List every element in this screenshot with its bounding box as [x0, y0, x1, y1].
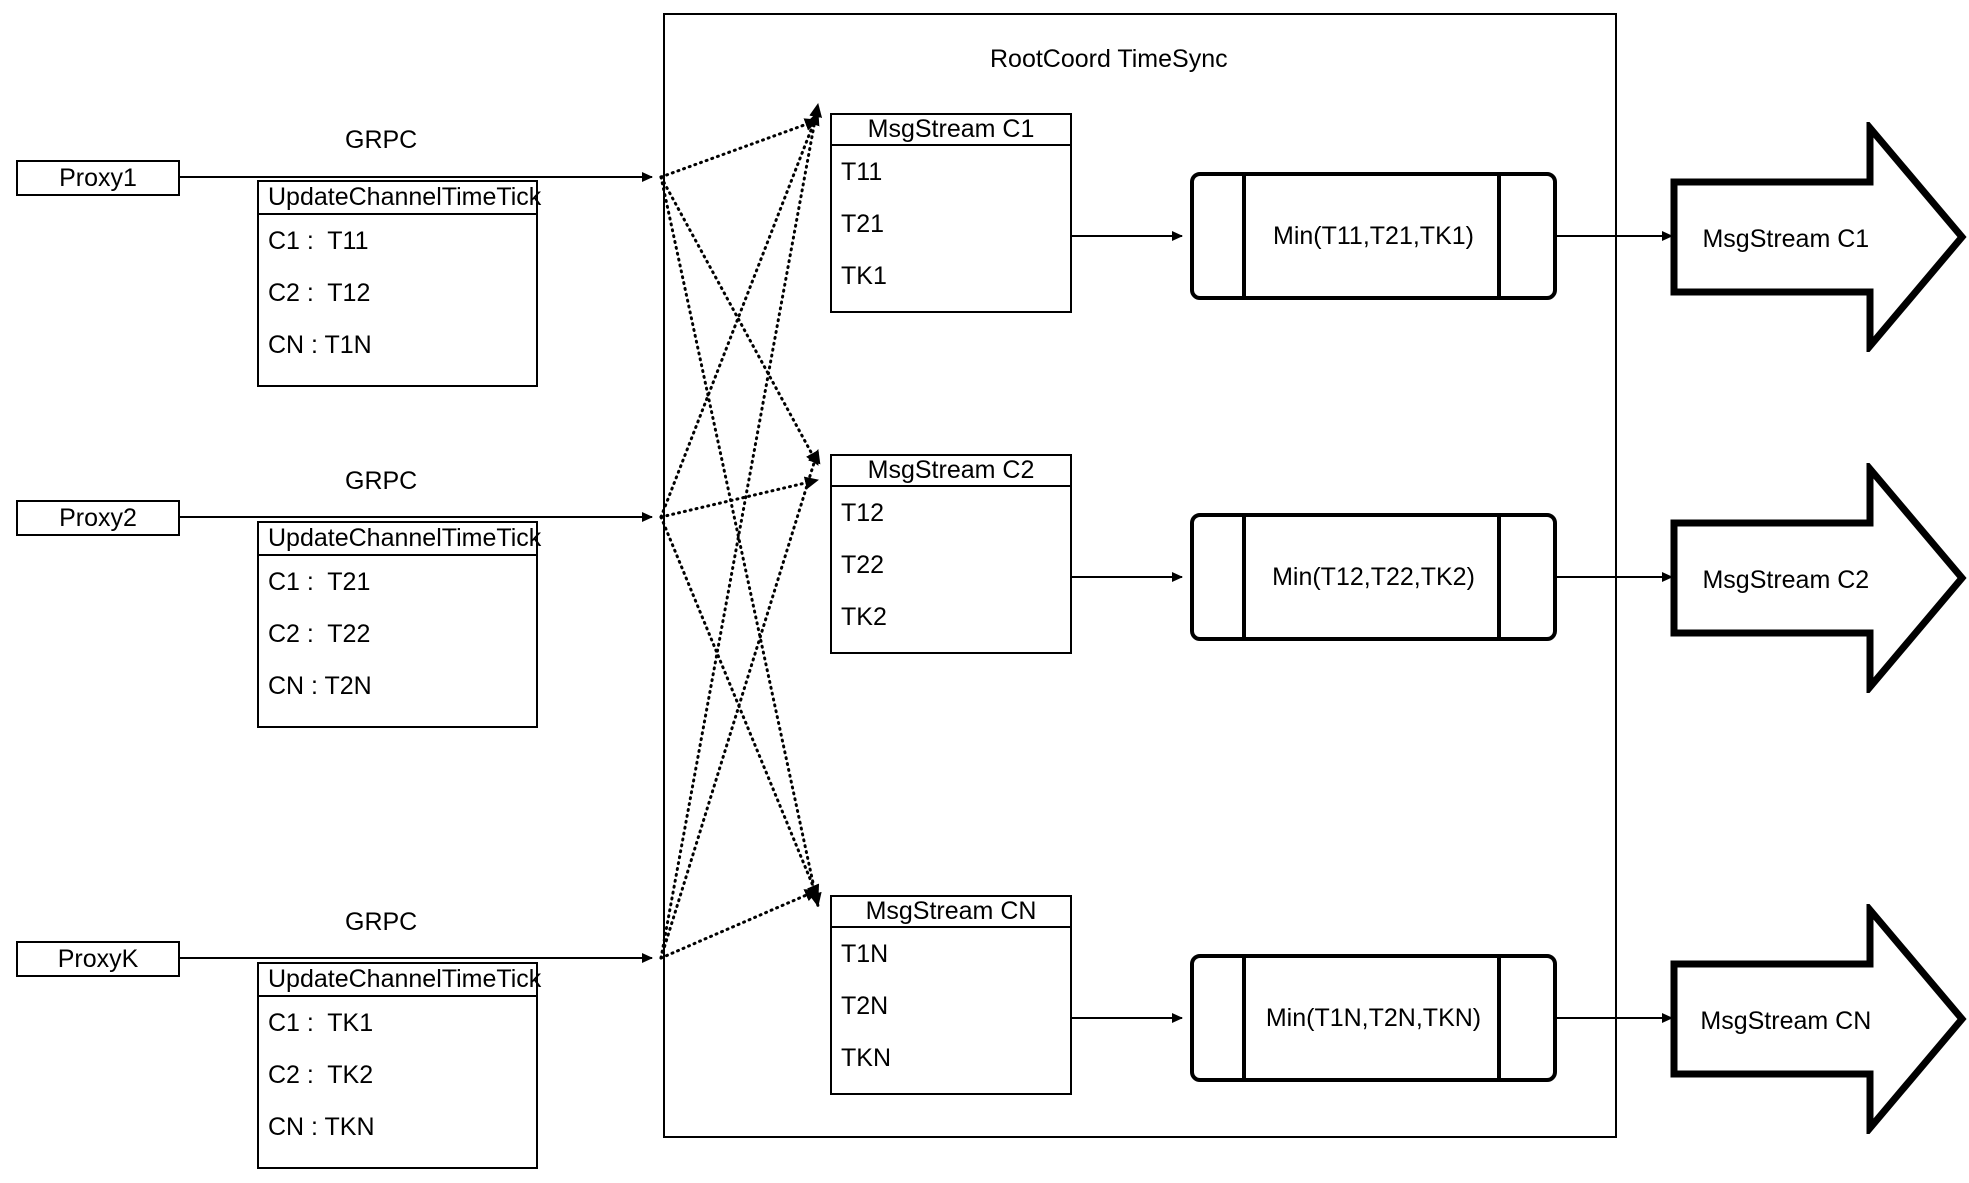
- msgstream-row: T12: [841, 499, 885, 527]
- msgstream-header: MsgStream C2: [832, 456, 1070, 487]
- msgstream-row: T21: [841, 210, 885, 238]
- request-row: CN : TKN: [268, 1113, 375, 1141]
- request-rows: C1 : T11 C2 : T12 CN : T1N: [259, 215, 536, 385]
- update-channel-timetick-k: UpdateChannelTimeTick C1 : TK1 C2 : TK2 …: [257, 962, 541, 1169]
- msgstream-row: T22: [841, 551, 885, 579]
- update-channel-timetick-1: UpdateChannelTimeTick C1 : T11 C2 : T12 …: [257, 180, 541, 387]
- request-row: C2 : T12: [268, 279, 371, 307]
- request-row: C2 : T22: [268, 620, 371, 648]
- output-arrow-label: MsgStream CN: [1700, 1007, 1872, 1035]
- output-arrow-c1: MsgStream C1: [1670, 118, 1967, 356]
- grpc-label-2: GRPC: [345, 467, 418, 495]
- proxy-node-2[interactable]: Proxy2: [16, 500, 180, 536]
- proxy-node-1[interactable]: Proxy1: [16, 160, 180, 196]
- proxy-label: ProxyK: [57, 944, 139, 973]
- msgstream-row: TK1: [841, 262, 887, 290]
- proxy-node-k[interactable]: ProxyK: [16, 941, 180, 977]
- rootcoord-timesync-container: [663, 13, 1617, 1138]
- process-right-bar: [1497, 513, 1501, 641]
- block-arrow-shape: [1670, 118, 1967, 356]
- msgstream-box-c1: MsgStream C1 T11 T21 TK1: [830, 113, 1072, 313]
- min-process-cn: Min(T1N,T2N,TKN): [1190, 954, 1557, 1082]
- request-rows: C1 : TK1 C2 : TK2 CN : TKN: [259, 997, 536, 1167]
- request-header: UpdateChannelTimeTick: [259, 523, 541, 556]
- process-label: Min(T11,T21,TK1): [1273, 221, 1474, 250]
- msgstream-row: T1N: [841, 940, 889, 968]
- request-row: C2 : TK2: [268, 1061, 374, 1089]
- msgstream-row: T11: [841, 158, 883, 186]
- min-process-c2: Min(T12,T22,TK2): [1190, 513, 1557, 641]
- msgstream-header: MsgStream CN: [832, 897, 1070, 928]
- output-arrow-label: MsgStream C1: [1702, 225, 1870, 253]
- process-left-bar: [1242, 954, 1246, 1082]
- output-arrow-label: MsgStream C2: [1702, 566, 1870, 594]
- process-left-bar: [1242, 513, 1246, 641]
- block-arrow-shape: [1670, 459, 1967, 697]
- process-left-bar: [1242, 172, 1246, 300]
- request-row: C1 : T11: [268, 227, 369, 255]
- min-process-c1: Min(T11,T21,TK1): [1190, 172, 1557, 300]
- msgstream-row: TKN: [841, 1044, 891, 1072]
- grpc-label-k: GRPC: [345, 908, 418, 936]
- request-row: C1 : TK1: [268, 1009, 374, 1037]
- msgstream-header: MsgStream C1: [832, 115, 1070, 146]
- request-header: UpdateChannelTimeTick: [259, 964, 541, 997]
- proxy-label: Proxy1: [59, 163, 137, 192]
- process-right-bar: [1497, 954, 1501, 1082]
- msgstream-row: TK2: [841, 603, 887, 631]
- grpc-label-1: GRPC: [345, 126, 418, 154]
- update-channel-timetick-2: UpdateChannelTimeTick C1 : T21 C2 : T22 …: [257, 521, 541, 728]
- output-arrow-cn: MsgStream CN: [1670, 900, 1967, 1138]
- request-row: CN : T2N: [268, 672, 372, 700]
- msgstream-row: T2N: [841, 992, 889, 1020]
- output-arrow-c2: MsgStream C2: [1670, 459, 1967, 697]
- block-arrow-shape: [1670, 900, 1967, 1138]
- process-label: Min(T1N,T2N,TKN): [1265, 1003, 1482, 1032]
- process-label: Min(T12,T22,TK2): [1272, 562, 1475, 591]
- msgstream-rows: T1N T2N TKN: [832, 928, 1070, 1098]
- proxy-label: Proxy2: [59, 503, 137, 532]
- msgstream-box-cn: MsgStream CN T1N T2N TKN: [830, 895, 1072, 1095]
- msgstream-rows: T11 T21 TK1: [832, 146, 1070, 316]
- request-row: CN : T1N: [268, 331, 372, 359]
- request-header: UpdateChannelTimeTick: [259, 182, 541, 215]
- process-right-bar: [1497, 172, 1501, 300]
- request-row: C1 : T21: [268, 568, 371, 596]
- msgstream-box-c2: MsgStream C2 T12 T22 TK2: [830, 454, 1072, 654]
- request-rows: C1 : T21 C2 : T22 CN : T2N: [259, 556, 536, 726]
- container-title: RootCoord TimeSync: [990, 45, 1228, 73]
- msgstream-rows: T12 T22 TK2: [832, 487, 1070, 657]
